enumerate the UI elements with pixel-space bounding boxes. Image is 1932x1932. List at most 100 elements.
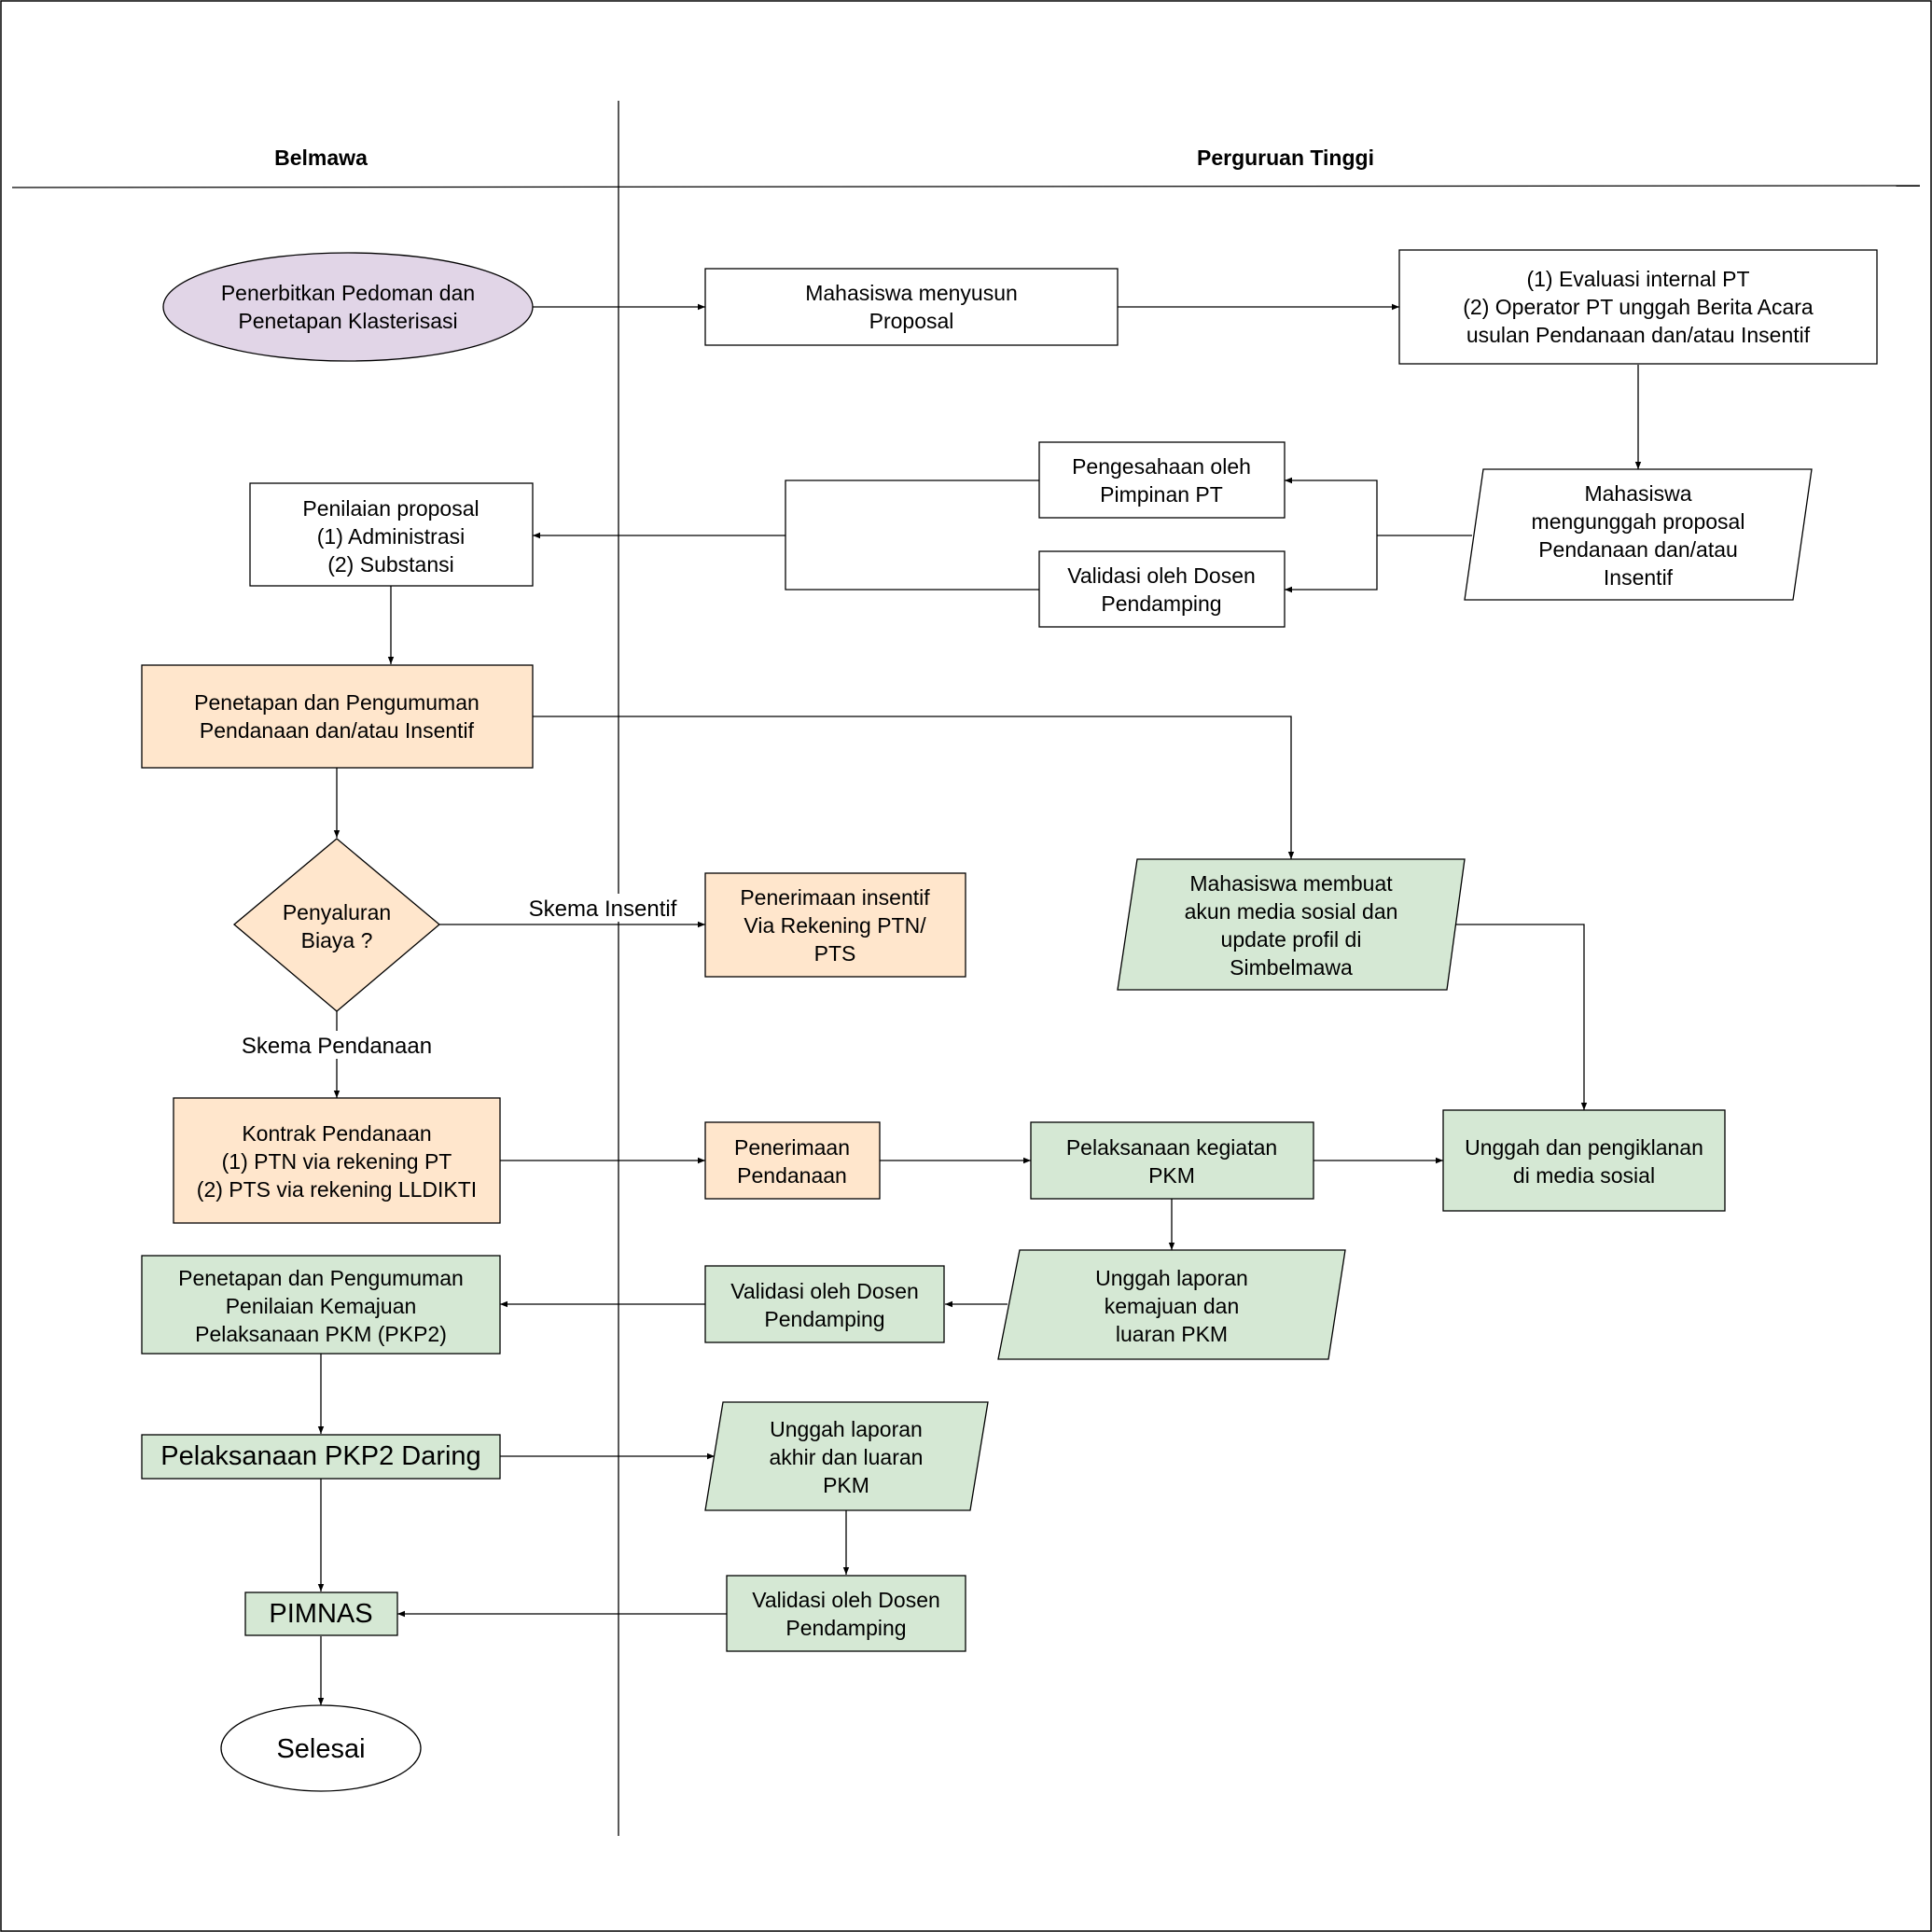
node-label-line: (1) PTN via rekening PT [222,1149,452,1174]
node-unggah-medsos-shape [1442,1109,1726,1212]
node-label-line: Via Rekening PTN/ [744,913,926,938]
nodes [141,249,1878,1792]
edge-label-skema-insentif: Skema Insentif [529,897,677,922]
node-label-line: (2) Substansi [327,552,454,577]
node-validasi1-shape [1038,550,1286,628]
node-label-line: usulan Pendanaan dan/atau Insentif [1466,323,1811,347]
node-label-line: Validasi oleh Dosen [1067,563,1256,588]
node-menyusun-shape [704,268,1119,346]
node-label-line: PIMNAS [269,1599,372,1629]
node-label-line: (1) Evaluasi internal PT [1526,267,1749,291]
lane-title-belmawa: Belmawa [274,146,368,170]
node-label-line: PKM [1148,1163,1195,1188]
node-label-line: Penyaluran [283,900,391,924]
edge-medsos-akun-unggah-medsos [1456,924,1588,1110]
edge-to-pengesahan [1285,477,1378,535]
edge-penetapan-medsos-akun [533,716,1295,859]
node-label-line: akun media sosial dan [1185,899,1398,924]
node-penerimaan-dana-shape [704,1121,881,1200]
edges [317,303,1642,1705]
node-label-line: Pelaksanaan kegiatan [1066,1135,1277,1160]
node-label-line: (1) Administrasi [317,524,465,549]
node-laporan-kemajuan-shape [997,1249,1346,1360]
node-label-line: Penetapan dan Pengumuman [194,690,480,715]
node-label-line: Validasi oleh Dosen [752,1588,940,1612]
edge-to-validasi1 [1285,535,1378,593]
node-label-line: Penilaian Kemajuan [226,1294,417,1318]
node-label-line: update profil di [1221,927,1362,952]
node-label-pkp2-daring: Pelaksanaan PKP2 Daring [160,1441,480,1471]
node-label-line: Pendamping [764,1307,884,1331]
node-label-line: Penerbitkan Pedoman dan [221,281,475,305]
node-penilaian-shape [249,482,534,587]
node-label-line: Pelaksanaan PKM (PKP2) [195,1322,447,1346]
node-label-line: Insentif [1604,565,1674,590]
edge-validasi1-merge [785,535,1039,591]
node-label-line: PKM [823,1473,869,1497]
header-separator [11,185,1921,188]
node-unggah-proposal-shape [1464,468,1813,601]
node-pelaksanaan-shape [1030,1121,1314,1200]
node-label-line: Mahasiswa menyusun [805,281,1018,305]
node-label-line: Mahasiswa [1584,481,1691,506]
node-label-line: Pendanaan dan/atau [1538,537,1738,562]
node-penetapan-shape [141,664,534,769]
node-label-line: Pendamping [785,1616,906,1640]
node-label-line: Mahasiswa membuat [1189,871,1393,896]
node-validasi3-shape [726,1575,966,1652]
node-label-line: Penilaian proposal [302,496,479,521]
node-label-line: Penerimaan insentif [740,885,930,910]
node-label-unggah-medsos: Unggah dan pengiklanan di media sosial [1465,1135,1703,1188]
node-label-line: Selesai [276,1734,365,1764]
node-label-evaluasi: (1) Evaluasi internal PT (2) Operator PT … [1463,267,1814,347]
node-label-line: Pendamping [1101,591,1221,616]
node-label-line: Pendanaan [737,1163,847,1188]
node-label-line: luaran PKM [1116,1322,1228,1346]
node-label-line: (2) PTS via rekening LLDIKTI [197,1177,477,1202]
node-label-kontrak: Kontrak Pendanaan (1) PTN via rekening PT… [197,1121,477,1202]
node-label-line: Kontrak Pendanaan [242,1121,431,1146]
node-label-line: Unggah laporan [770,1417,923,1441]
node-kontrak-shape [173,1097,501,1224]
node-label-penilaian: Penilaian proposal (1) Administrasi (2) Su… [302,496,479,577]
node-insentif-shape [704,872,966,978]
node-selesai-shape [220,1704,422,1792]
node-label-line: Pimpinan PT [1100,482,1223,507]
edge-pengesahan-merge [785,480,1039,535]
node-label-line: akhir dan luaran [770,1445,924,1469]
node-label-line: Pengesahaan oleh [1072,454,1251,479]
node-label-line: PTS [814,941,856,966]
node-pkp2-daring-shape [141,1434,501,1480]
node-pengesahan-shape [1038,441,1286,519]
node-label-line: Pendanaan dan/atau Insentif [200,718,475,743]
node-validasi2-shape [704,1265,945,1343]
node-label-line: Simbelmawa [1230,955,1353,980]
node-medsos-akun-shape [1117,858,1466,991]
lane-title-perguruan-tinggi: Perguruan Tinggi [1197,146,1374,170]
node-label-line: kemajuan dan [1105,1294,1240,1318]
node-label-line: Unggah dan pengiklanan [1465,1135,1703,1160]
node-label-line: (2) Operator PT unggah Berita Acara [1463,295,1814,319]
node-pimnas-shape [244,1591,398,1636]
node-label-line: Penerimaan [734,1135,850,1160]
node-start-shape [162,252,534,362]
node-label-line: Biaya ? [301,928,373,952]
node-label-line: Proposal [869,309,954,333]
node-label-line: di media sosial [1513,1163,1655,1188]
node-label-line: Penetapan Klasterisasi [238,309,457,333]
